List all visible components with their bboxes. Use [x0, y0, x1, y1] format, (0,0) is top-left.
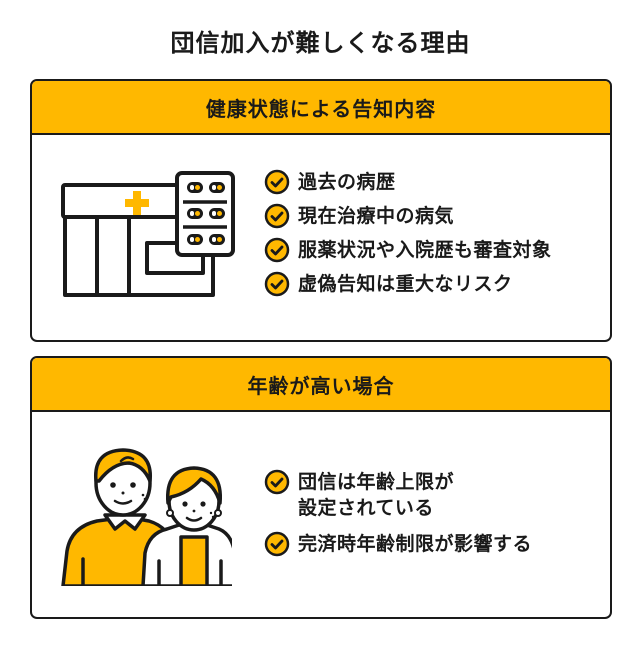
list-item-text: 服薬状況や入院歴も審査対象 [298, 239, 552, 261]
list-item: 団信は年齢上限が 設定されている [264, 469, 532, 521]
check-circle-icon [264, 271, 290, 297]
elderly-couple-icon [61, 448, 232, 586]
list-item-text: 現在治療中の病気 [298, 205, 455, 227]
list-item-text: 虚偽告知は重大なリスク [298, 273, 513, 295]
list-item-line: 団信は年齢上限が [298, 471, 455, 493]
card-header: 年齢が高い場合 [32, 358, 610, 412]
health-disclosure-card: 健康状態による告知内容 [30, 79, 612, 342]
check-circle-icon [264, 237, 290, 263]
card-heading: 年齢が高い場合 [247, 373, 395, 398]
health-disclosure-list: 過去の病歴 現在治療中の病気 服薬状況や入院歴も審査対象 虚偽告知は重大なリスク [264, 169, 552, 305]
card-heading: 健康状態による告知内容 [205, 96, 437, 121]
check-circle-icon [264, 169, 290, 195]
check-circle-icon [264, 469, 290, 495]
card-header: 健康状態による告知内容 [32, 81, 610, 135]
list-item-text: 団信は年齢上限が 設定されている [298, 469, 454, 521]
age-reasons-list: 団信は年齢上限が 設定されている 完済時年齢制限が影響する [264, 469, 532, 567]
list-item: 過去の病歴 [264, 169, 552, 195]
page-title: 団信加入が難しくなる理由 [170, 29, 471, 57]
list-item: 完済時年齢制限が影響する [264, 531, 532, 557]
hospital-icon [61, 171, 235, 297]
check-circle-icon [264, 203, 290, 229]
list-item-text: 完済時年齢制限が影響する [298, 533, 533, 555]
list-item: 虚偽告知は重大なリスク [264, 271, 552, 297]
list-item-line: 設定されている [298, 497, 434, 519]
age-card: 年齢が高い場合 [30, 356, 612, 619]
list-item: 服薬状況や入院歴も審査対象 [264, 237, 552, 263]
check-circle-icon [264, 531, 290, 557]
list-item: 現在治療中の病気 [264, 203, 552, 229]
list-item-text: 過去の病歴 [298, 171, 396, 193]
